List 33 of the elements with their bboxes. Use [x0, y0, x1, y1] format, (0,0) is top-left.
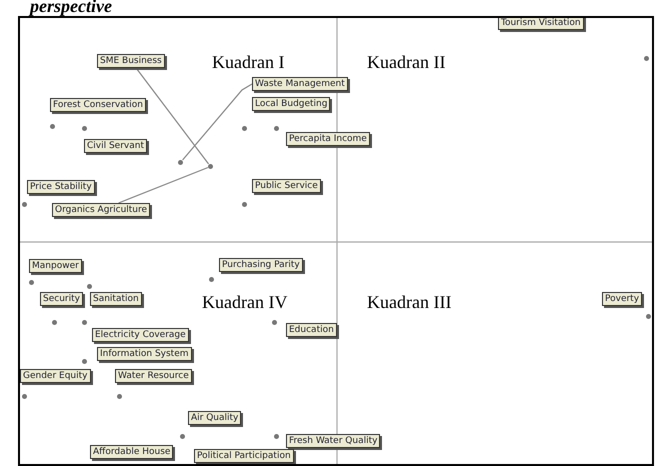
variable-label: Organics Agriculture	[52, 203, 150, 217]
variable-label: Forest Conservation	[50, 98, 146, 112]
variable-label: Information System	[97, 347, 192, 361]
quadrant-label: Kuadran I	[212, 52, 284, 73]
variable-label: Poverty	[602, 292, 642, 306]
variable-label: Fresh Water Quality	[286, 434, 380, 448]
variable-label: Tourism Visitation	[498, 18, 584, 30]
variable-label: Security	[40, 292, 83, 306]
variable-label: Waste Management	[252, 77, 348, 91]
variable-label: Manpower	[29, 259, 82, 273]
variable-label: SME Business	[97, 54, 165, 68]
variable-label: Percapita Income	[286, 132, 370, 146]
variable-label: Education	[286, 323, 337, 337]
variable-label: Electricity Coverage	[92, 328, 189, 342]
quadrant-label: Kuadran III	[367, 292, 452, 313]
variable-label: Public Service	[252, 179, 321, 193]
variable-label: Water Resource	[115, 369, 192, 383]
variable-label: Civil Servant	[84, 139, 147, 153]
variable-label: Price Stability	[27, 180, 95, 194]
quadrant-label: Kuadran II	[367, 52, 446, 73]
variable-label: Purchasing Parity	[219, 258, 303, 272]
variable-label: Political Participation	[194, 449, 294, 463]
variable-label: Gender Equity	[20, 369, 90, 383]
variable-label: Air Quality	[188, 411, 242, 425]
variable-label: Local Budgeting	[252, 97, 330, 111]
leader-line	[136, 68, 210, 164]
data-point	[178, 160, 183, 165]
variable-label: Sanitation	[90, 292, 142, 306]
data-point	[208, 164, 213, 169]
leader-line	[182, 83, 252, 160]
leader-line	[118, 166, 208, 204]
quadrant-label: Kuadran IV	[202, 292, 288, 313]
variable-label: Affordable House	[90, 445, 174, 459]
